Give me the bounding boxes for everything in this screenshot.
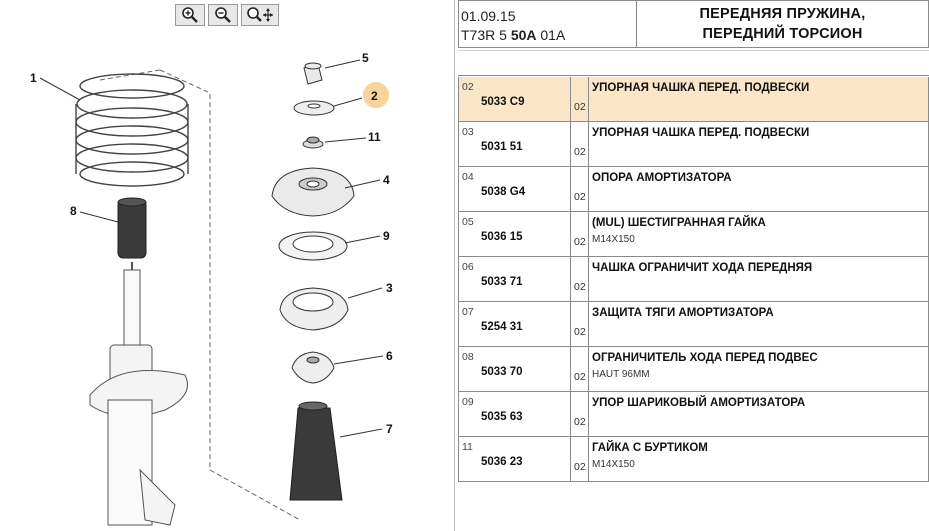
position-number: 09 (462, 396, 474, 408)
table-row[interactable]: 08 5033 70 02 ОГРАНИЧИТЕЛЬ ХОДА ПЕРЕД ПОДВЕ… (459, 347, 929, 392)
part-description: ОГРАНИЧИТЕЛЬ ХОДА ПЕРЕД ПОДВЕС (592, 352, 818, 364)
table-row[interactable]: 03 5031 51 02 УПОРНАЯ ЧАШКА ПЕРЕД. ПОДВЕСКИ (459, 122, 929, 167)
column-divider (459, 212, 589, 256)
quantity: 02 (574, 416, 586, 428)
catalog-header: 01.09.15 T73R 5 50A 01A ПЕРЕДНЯЯ ПРУЖИНА… (458, 0, 929, 48)
table-row[interactable]: 02 5033 C9 02 УПОРНАЯ ЧАШКА ПЕРЕД. ПОДВЕСКИ (459, 77, 929, 122)
callout-9[interactable]: 9 (383, 229, 390, 243)
support-cup (293, 100, 335, 116)
part-reference[interactable]: 5254 31 (481, 321, 523, 333)
column-divider (459, 122, 589, 166)
position-number: 11 (462, 441, 473, 453)
callout-3[interactable]: 3 (386, 281, 393, 295)
part-note: M14X150 (592, 459, 635, 470)
header-meta: 01.09.15 T73R 5 50A 01A (459, 1, 637, 47)
part-description: УПОРНАЯ ЧАШКА ПЕРЕД. ПОДВЕСКИ (592, 127, 810, 139)
zoom-in-button[interactable] (175, 4, 205, 26)
quantity: 02 (574, 371, 586, 383)
zoom-in-icon (182, 7, 198, 23)
title-line-1: ПЕРЕДНЯЯ ПРУЖИНА, (699, 6, 866, 22)
zoom-move-button[interactable] (241, 4, 279, 26)
part-description: УПОРНАЯ ЧАШКА ПЕРЕД. ПОДВЕСКИ (592, 82, 810, 94)
exploded-diagram-panel: 1 8 5 2 11 4 9 3 6 7 (0, 0, 455, 531)
quantity: 02 (574, 191, 586, 203)
callout-7[interactable]: 7 (386, 422, 393, 436)
callout-5[interactable]: 5 (362, 51, 369, 65)
parts-panel: 01.09.15 T73R 5 50A 01A ПЕРЕДНЯЯ ПРУЖИНА… (458, 0, 929, 531)
shock-absorber (89, 262, 188, 526)
position-number: 02 (462, 81, 474, 93)
zoom-out-icon (215, 7, 231, 23)
position-number: 05 (462, 216, 474, 228)
header-spacer (458, 50, 929, 76)
zoom-toolbar (175, 4, 279, 26)
table-row[interactable]: 04 5038 G4 02 ОПОРА АМОРТИЗАТОРА (459, 167, 929, 212)
part-reference[interactable]: 5038 G4 (481, 186, 526, 198)
callout-8[interactable]: 8 (70, 204, 77, 218)
exploded-diagram: 1 8 5 2 11 4 9 3 6 7 (30, 51, 393, 526)
callout-2[interactable]: 2 (371, 89, 378, 103)
part-reference[interactable]: 5035 63 (481, 411, 523, 423)
part-reference[interactable]: 5031 51 (481, 141, 523, 153)
part-description: (MUL) ШЕСТИГРАННАЯ ГАЙКА (592, 217, 766, 229)
column-divider (459, 347, 589, 391)
quantity: 02 (574, 281, 586, 293)
table-row[interactable]: 11 5036 23 02 ГАЙКА С БУРТИКОМ M14X150 (459, 437, 929, 482)
column-divider (459, 257, 589, 301)
code-suffix: 01A (536, 27, 566, 43)
table-row[interactable]: 07 5254 31 02 ЗАЩИТА ТЯГИ АМОРТИЗАТОРА (459, 302, 929, 347)
ball-bearing (278, 231, 348, 261)
page-title: ПЕРЕДНЯЯ ПРУЖИНА, ПЕРЕДНИЙ ТОРСИОН (637, 1, 928, 47)
part-reference[interactable]: 5036 15 (481, 231, 523, 243)
part-note: M14X150 (592, 234, 635, 245)
column-divider (459, 437, 589, 481)
part-description: ГАЙКА С БУРТИКОМ (592, 442, 708, 454)
quantity: 02 (574, 326, 586, 338)
stop-cup (291, 351, 335, 384)
part-description: УПОР ШАРИКОВЫЙ АМОРТИЗАТОРА (592, 397, 806, 409)
quantity: 02 (574, 146, 586, 158)
callout-4[interactable]: 4 (383, 173, 390, 187)
callout-1[interactable]: 1 (30, 71, 37, 85)
lower-cup (279, 287, 349, 331)
code-prefix: T73R 5 (461, 27, 511, 43)
table-row[interactable]: 06 5033 71 02 ЧАШКА ОГРАНИЧИТ ХОДА ПЕРЕДНЯЯ (459, 257, 929, 302)
strut-mount (271, 167, 355, 217)
part-description: ЗАЩИТА ТЯГИ АМОРТИЗАТОРА (592, 307, 774, 319)
top-nut (303, 62, 323, 85)
title-line-2: ПЕРЕДНИЙ ТОРСИОН (702, 26, 863, 42)
quantity: 02 (574, 236, 586, 248)
quantity: 02 (574, 461, 586, 473)
table-row[interactable]: 05 5036 15 02 (MUL) ШЕСТИГРАННАЯ ГАЙКА M14X1… (459, 212, 929, 257)
part-description: ЧАШКА ОГРАНИЧИТ ХОДА ПЕРЕДНЯЯ (592, 262, 813, 274)
part-reference[interactable]: 5033 71 (481, 276, 523, 288)
catalog-date: 01.09.15 (461, 8, 516, 24)
callout-6[interactable]: 6 (386, 349, 393, 363)
zoom-move-icon (247, 7, 273, 22)
callout-highlight (363, 82, 389, 108)
position-number: 07 (462, 306, 474, 318)
quantity: 02 (574, 101, 586, 113)
part-reference[interactable]: 5036 23 (481, 456, 523, 468)
coil-spring (75, 73, 189, 187)
position-number: 04 (462, 171, 474, 183)
zoom-out-button[interactable] (208, 4, 238, 26)
part-description: ОПОРА АМОРТИЗАТОРА (592, 172, 732, 184)
flanged-nut (302, 136, 324, 149)
table-row[interactable]: 09 5035 63 02 УПОР ШАРИКОВЫЙ АМОРТИЗАТОРА (459, 392, 929, 437)
code-bold: 50A (510, 27, 537, 43)
part-reference[interactable]: 5033 C9 (481, 96, 525, 108)
position-number: 06 (462, 261, 474, 273)
part-reference[interactable]: 5033 70 (481, 366, 523, 378)
position-number: 08 (462, 351, 474, 363)
position-number: 03 (462, 126, 474, 138)
column-divider (459, 302, 589, 346)
column-divider (459, 392, 589, 436)
bump-stop (117, 197, 147, 259)
callout-11[interactable]: 11 (368, 130, 381, 144)
part-note: HAUT 96MM (592, 369, 650, 380)
dust-boot (289, 401, 343, 501)
catalog-code: T73R 5 50A 01A (461, 26, 634, 45)
